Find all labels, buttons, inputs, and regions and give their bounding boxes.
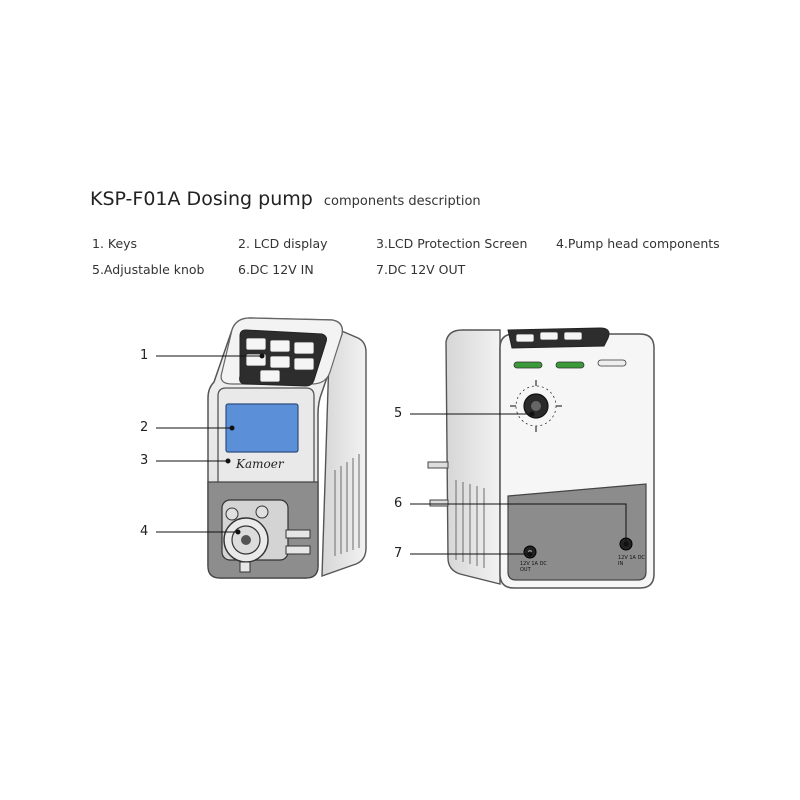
pump-back-view (427, 327, 655, 589)
callout-7: 7 (394, 546, 403, 561)
legend-item-keys: 1. Keys (92, 236, 138, 251)
legend-item-lcd-display: 2. LCD display (238, 236, 328, 251)
dc-out-port-label: 12V 1A DC OUT (520, 561, 547, 573)
callout-6: 6 (394, 496, 403, 511)
legend-item-dc-out: 7.DC 12V OUT (376, 262, 466, 277)
adjustable-knob (510, 380, 562, 432)
callout-5: 5 (394, 406, 403, 421)
brand-logo: Kamoer (236, 457, 284, 471)
keypad-keys (245, 337, 315, 383)
dc-in-port-label: 12V 1A DC IN (618, 555, 645, 567)
pump-front-view (207, 317, 367, 579)
callout-4: 4 (140, 524, 149, 539)
title-subtitle: components description (323, 194, 481, 209)
diagram-title: KSP-F01A Dosing pump components descript… (90, 188, 481, 210)
legend-item-knob: 5.Adjustable knob (92, 262, 205, 277)
callout-2: 2 (140, 420, 149, 435)
title-main: KSP-F01A Dosing pump (90, 188, 313, 210)
legend-item-dc-in: 6.DC 12V IN (238, 262, 314, 277)
legend-item-pump-head: 4.Pump head components (556, 236, 720, 251)
callout-1: 1 (140, 348, 149, 363)
callout-3: 3 (140, 453, 149, 468)
lcd-screen (225, 403, 299, 453)
legend-item-lcd-protection: 3.LCD Protection Screen (376, 236, 528, 251)
